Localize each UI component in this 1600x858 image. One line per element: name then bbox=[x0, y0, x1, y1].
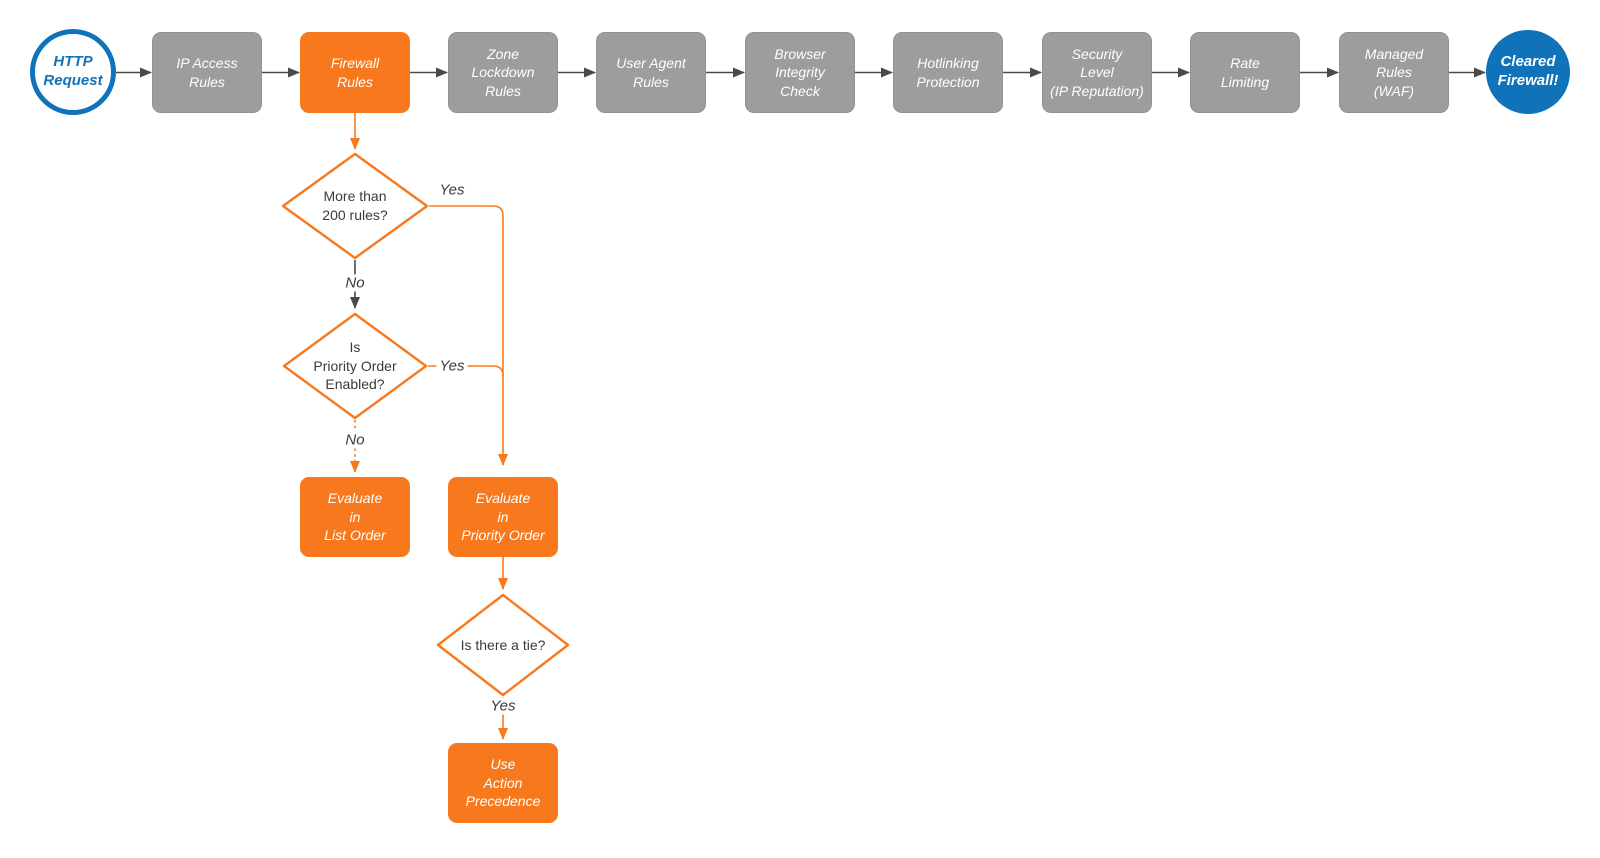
edge-decision2-yes-merge bbox=[428, 365, 504, 377]
node-use-action-precedence: Use Action Precedence bbox=[448, 743, 558, 823]
decision-is-there-a-tie: Is there a tie? bbox=[436, 593, 570, 697]
node-zone-lockdown-rules: Zone Lockdown Rules bbox=[448, 32, 558, 113]
diamond-shape-icon bbox=[282, 312, 428, 420]
node-browser-integrity-check: Browser Integrity Check bbox=[745, 32, 855, 113]
node-use-action-precedence-label: Use Action Precedence bbox=[465, 756, 541, 810]
node-rate-limiting: Rate Limiting bbox=[1190, 32, 1300, 113]
node-zone-lockdown-rules-label: Zone Lockdown Rules bbox=[471, 45, 535, 99]
node-http-request-label: HTTP Request bbox=[43, 53, 103, 89]
node-ip-access-rules-label: IP Access Rules bbox=[176, 55, 238, 90]
edge-label-yes-decision1: Yes bbox=[436, 181, 468, 199]
node-managed-rules-waf-label: Managed Rules (WAF) bbox=[1364, 45, 1424, 99]
node-cleared-firewall: Cleared Firewall! bbox=[1486, 30, 1570, 114]
node-cleared-firewall-label: Cleared Firewall! bbox=[1497, 53, 1559, 89]
node-browser-integrity-check-label: Browser Integrity Check bbox=[774, 45, 826, 99]
edge-label-no-decision1: No bbox=[342, 274, 368, 292]
diamond-shape-icon bbox=[436, 593, 570, 697]
decision-is-there-a-tie-shape bbox=[436, 593, 570, 697]
edge-label-no-decision2: No bbox=[342, 431, 368, 449]
decision-more-than-200-rules-shape bbox=[281, 152, 429, 260]
node-evaluate-list-order: Evaluate in List Order bbox=[300, 477, 410, 557]
node-evaluate-priority-order: Evaluate in Priority Order bbox=[448, 477, 558, 557]
node-security-level-label: Security Level (IP Reputation) bbox=[1050, 45, 1144, 99]
node-user-agent-rules: User Agent Rules bbox=[596, 32, 706, 113]
decision-more-than-200-rules: More than 200 rules? bbox=[281, 152, 429, 260]
decision-more-than-200-rules-label: More than 200 rules? bbox=[322, 188, 388, 223]
node-ip-access-rules: IP Access Rules bbox=[152, 32, 262, 113]
node-rate-limiting-label: Rate Limiting bbox=[1220, 55, 1270, 90]
node-http-request: HTTP Request bbox=[30, 29, 116, 115]
decision-priority-order-enabled-label: Is Priority Order Enabled? bbox=[313, 338, 397, 393]
node-firewall-rules: Firewall Rules bbox=[300, 32, 410, 113]
diamond-shape-icon bbox=[281, 152, 429, 260]
node-evaluate-list-order-label: Evaluate in List Order bbox=[324, 490, 386, 544]
node-hotlinking-protection: Hotlinking Protection bbox=[893, 32, 1003, 113]
edge-decision1-yes-to-priority-order bbox=[429, 205, 508, 466]
edge-label-yes-decision3: Yes bbox=[487, 697, 519, 715]
node-user-agent-rules-label: User Agent Rules bbox=[616, 55, 686, 90]
node-firewall-rules-label: Firewall Rules bbox=[330, 55, 380, 90]
decision-priority-order-enabled-shape bbox=[282, 312, 428, 420]
node-managed-rules-waf: Managed Rules (WAF) bbox=[1339, 32, 1449, 113]
decision-priority-order-enabled: Is Priority Order Enabled? bbox=[282, 312, 428, 420]
node-security-level: Security Level (IP Reputation) bbox=[1042, 32, 1152, 113]
node-evaluate-priority-order-label: Evaluate in Priority Order bbox=[461, 490, 545, 544]
node-hotlinking-protection-label: Hotlinking Protection bbox=[916, 55, 980, 90]
edge-label-yes-decision2: Yes bbox=[436, 357, 468, 375]
decision-is-there-a-tie-label: Is there a tie? bbox=[460, 636, 546, 653]
